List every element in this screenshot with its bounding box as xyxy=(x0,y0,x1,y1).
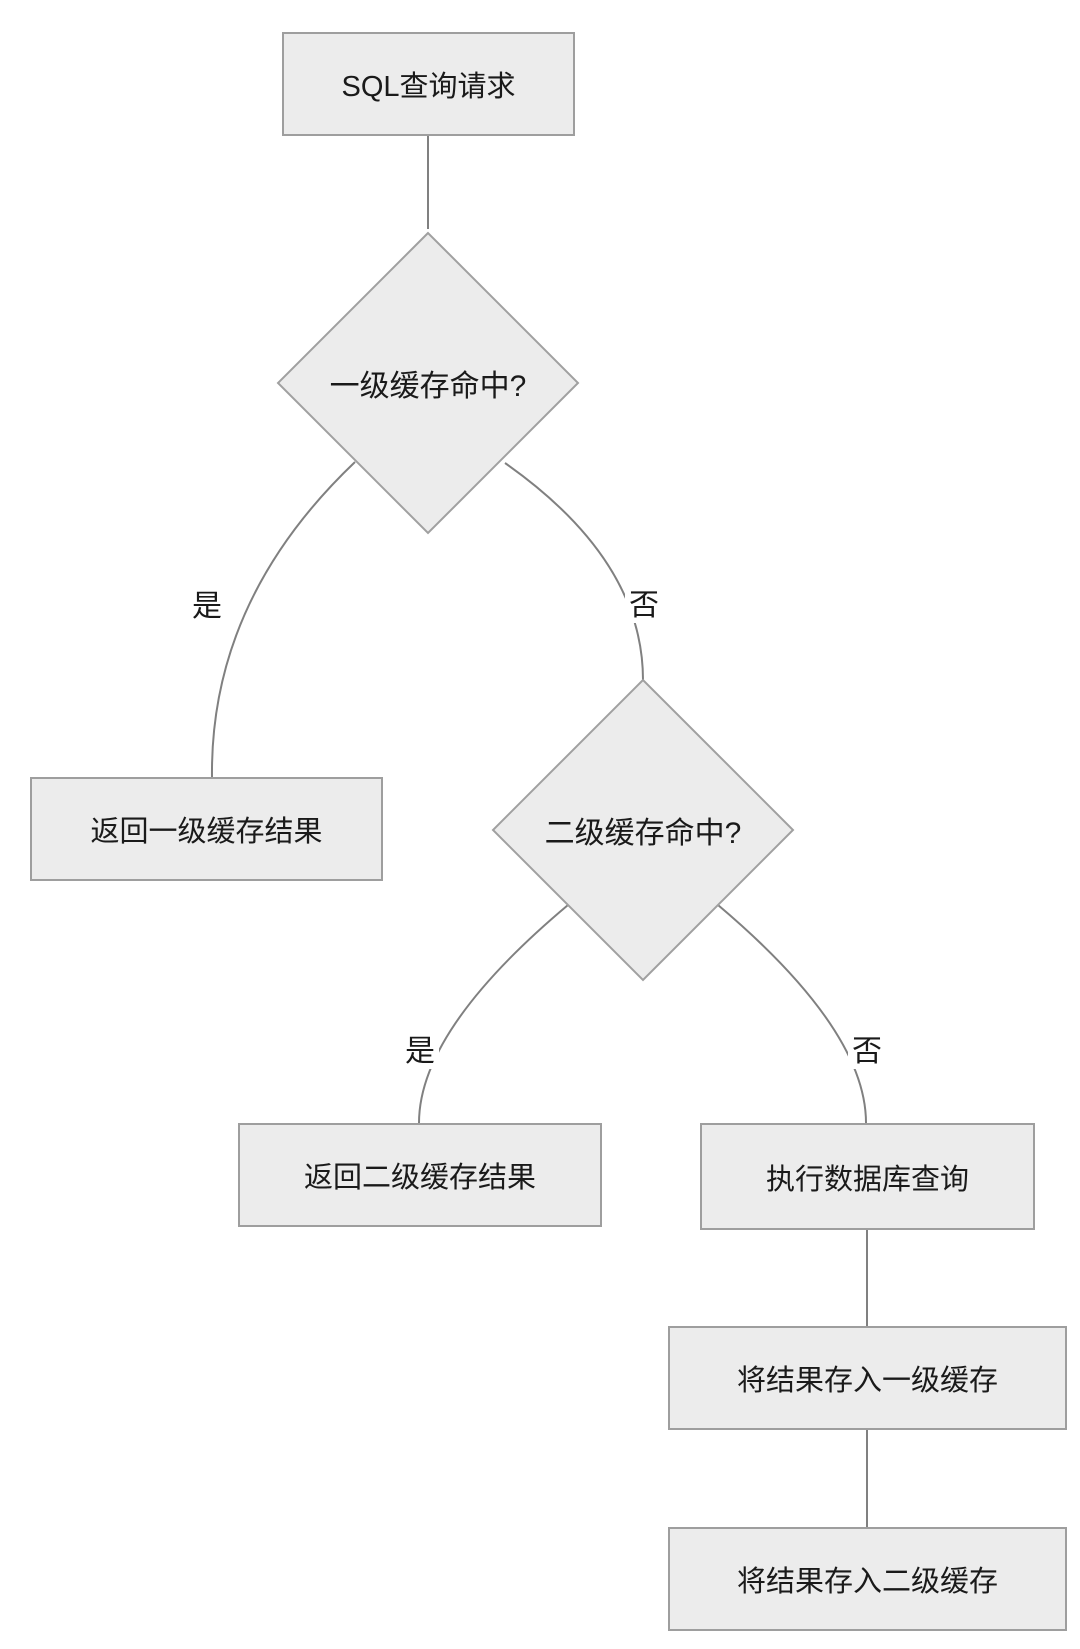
edge-decision2-no xyxy=(717,904,867,1124)
node-store-l2-label: 将结果存入二级缓存 xyxy=(736,1566,998,1598)
decision1-diamond-shape xyxy=(276,231,580,535)
node-store-l2: 将结果存入二级缓存 xyxy=(668,1527,1067,1631)
node-db-query: 执行数据库查询 xyxy=(700,1123,1035,1230)
node-return-l2: 返回二级缓存结果 xyxy=(238,1123,602,1227)
edge-label-no1: 否 xyxy=(625,589,663,623)
edge-decision1-yes xyxy=(210,461,356,778)
edge-label-yes1: 是 xyxy=(188,590,226,624)
node-store-l1-label: 将结果存入一级缓存 xyxy=(736,1365,998,1397)
edge-label-no2: 否 xyxy=(848,1035,886,1069)
edge-decision2-yes xyxy=(418,904,569,1124)
node-store-l1: 将结果存入一级缓存 xyxy=(668,1326,1067,1430)
node-return-l2-label: 返回二级缓存结果 xyxy=(303,1162,536,1194)
node-return-l1: 返回一级缓存结果 xyxy=(30,777,383,881)
node-return-l1-label: 返回一级缓存结果 xyxy=(90,816,323,848)
decision2-diamond-shape xyxy=(491,678,795,982)
edge-decision1-no xyxy=(504,462,644,681)
node-start: SQL查询请求 xyxy=(282,32,575,136)
edge-label-yes2: 是 xyxy=(401,1035,439,1069)
node-start-label: SQL查询请求 xyxy=(341,71,516,103)
node-db-query-label: 执行数据库查询 xyxy=(765,1163,969,1196)
